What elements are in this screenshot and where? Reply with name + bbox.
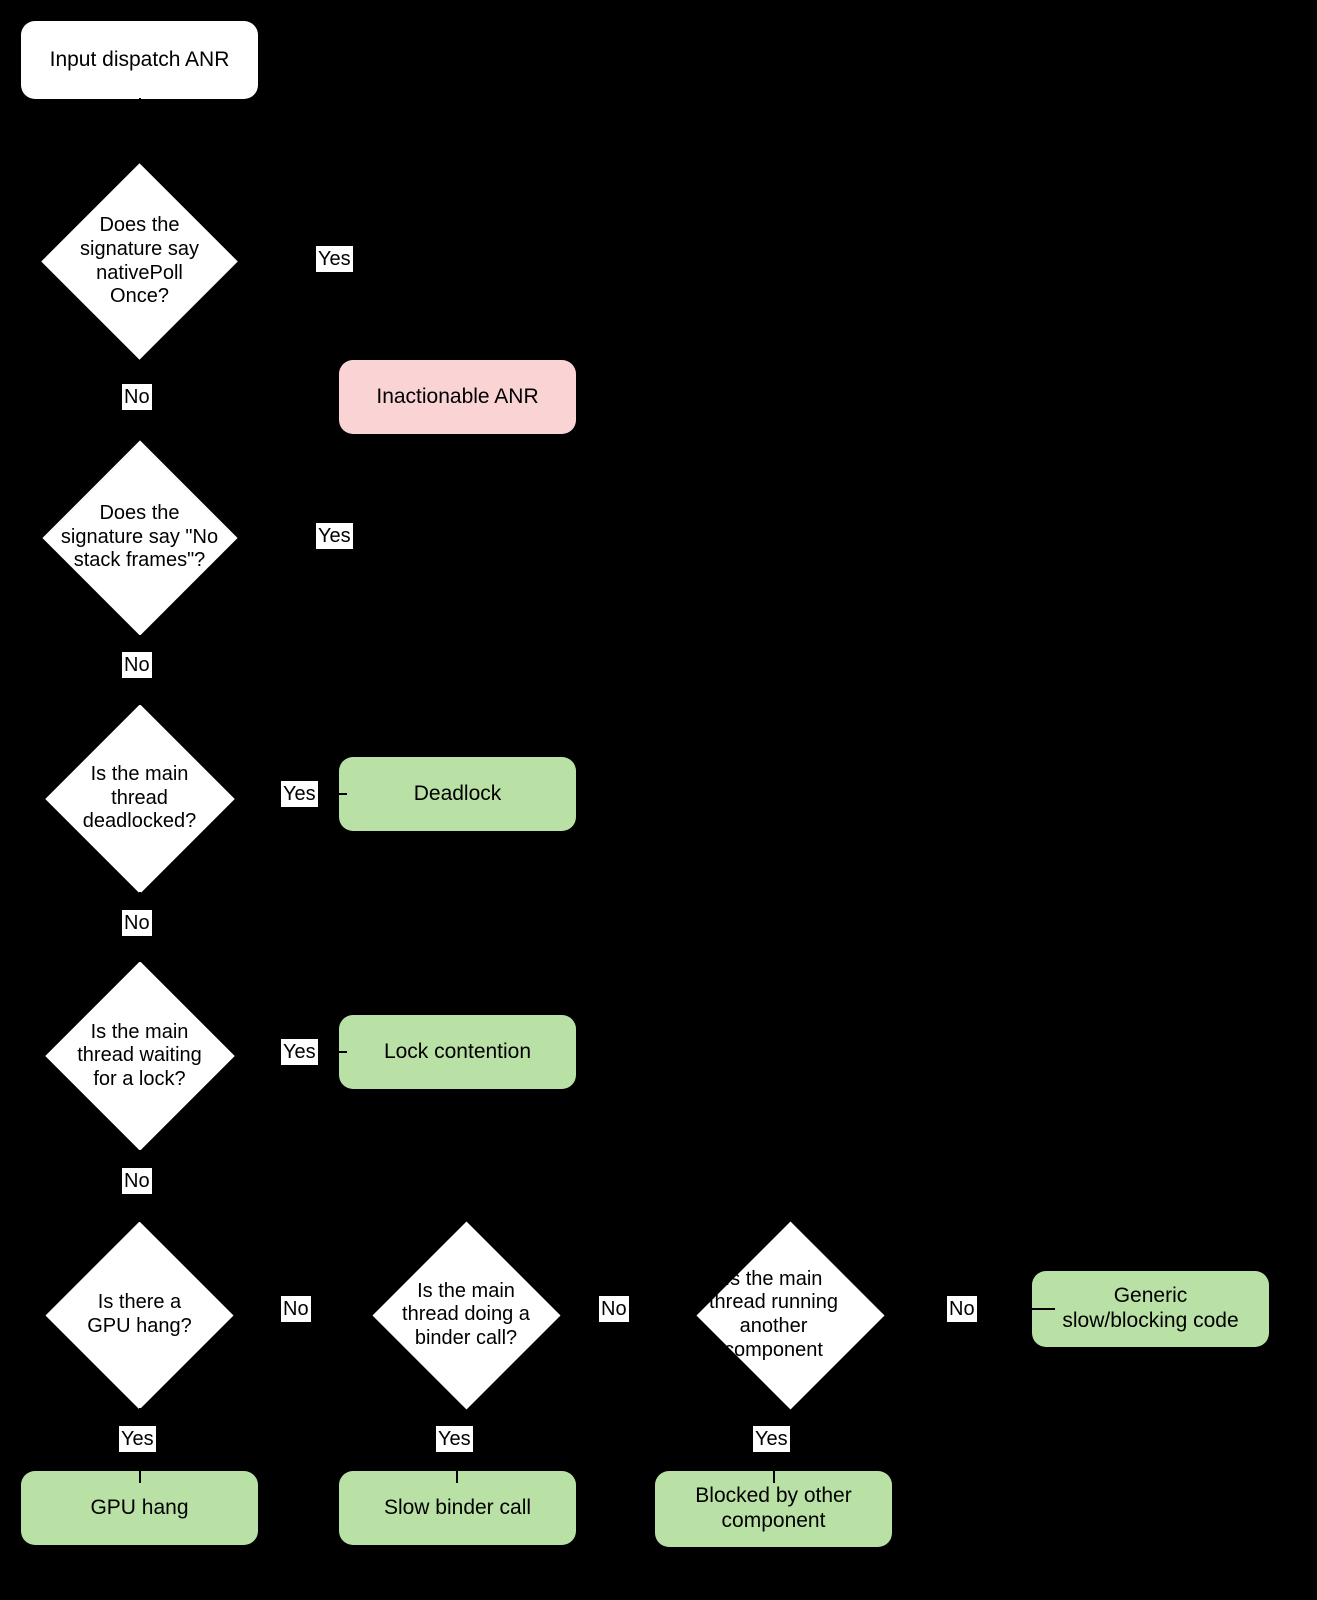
node-label: Is the main thread running another compo… (709, 1267, 838, 1361)
edge-label-deadlock-yes: Yes (281, 781, 318, 808)
edge-label-component-no: No (947, 1296, 977, 1323)
decision-no-stack-frames[interactable]: Does the signature say "No stack frames"… (21, 439, 258, 636)
node-label: Inactionable ANR (376, 384, 539, 408)
node-label: Is there a GPU hang? (87, 1291, 192, 1337)
edge-label-component-yes: Yes (753, 1426, 790, 1453)
node-label: Is the main thread deadlocked? (82, 763, 197, 833)
edge-nativepoll-yes (258, 260, 457, 262)
node-label: Generic slow/blocking code (1062, 1284, 1239, 1332)
edge-label-gpu-yes: Yes (119, 1426, 156, 1453)
node-label: Blocked by other component (695, 1484, 852, 1532)
edge-label-nostack-yes: Yes (316, 523, 353, 550)
node-label: Is the main thread doing a binder call? (402, 1279, 530, 1349)
edge-nostack-yes (258, 537, 457, 539)
edge-label-lock-yes: Yes (281, 1039, 318, 1066)
edge-label-gpu-no: No (281, 1296, 311, 1323)
edge-label-nativepoll-yes: Yes (316, 246, 353, 273)
node-label: Lock contention (383, 1039, 532, 1063)
decision-running-another-component[interactable]: Is the main thread running another compo… (655, 1220, 892, 1410)
node-result-lock-contention[interactable]: Lock contention (339, 1015, 576, 1089)
edge-label-deadlock-no: No (122, 910, 152, 937)
decision-main-thread-waiting-for-lock[interactable]: Is the main thread waiting for a lock? (21, 961, 258, 1151)
node-label: Slow binder call (383, 1495, 532, 1519)
node-label: Deadlock (413, 781, 502, 805)
edge-nativepoll-yes-down (456, 260, 458, 360)
edge-label-binder-no: No (599, 1296, 629, 1323)
node-result-deadlock[interactable]: Deadlock (339, 757, 576, 831)
edge-label-nostack-no: No (122, 652, 152, 679)
edge-component-no (901, 1308, 1055, 1310)
decision-binder-call[interactable]: Is the main thread doing a binder call? (347, 1220, 585, 1410)
node-result-slow-binder-call[interactable]: Slow binder call (339, 1471, 576, 1545)
node-label: Does the signature say "No stack frames"… (60, 502, 219, 572)
edge-label-binder-yes: Yes (436, 1426, 473, 1453)
node-result-generic-slow-blocking-code[interactable]: Generic slow/blocking code (1032, 1271, 1269, 1347)
decision-native-poll-once[interactable]: Does the signature say nativePoll Once? (21, 163, 258, 360)
node-label: Is the main thread waiting for a lock? (77, 1020, 202, 1090)
node-result-gpu-hang[interactable]: GPU hang (21, 1471, 258, 1545)
node-result-inactionable-anr[interactable]: Inactionable ANR (339, 360, 576, 434)
node-label: GPU hang (90, 1495, 189, 1519)
edge-label-nativepoll-no: No (122, 384, 152, 411)
node-start-input-dispatch-anr[interactable]: Input dispatch ANR (21, 21, 258, 99)
node-result-blocked-by-other-component[interactable]: Blocked by other component (655, 1471, 892, 1547)
decision-main-thread-deadlocked[interactable]: Is the main thread deadlocked? (21, 703, 258, 894)
node-label: Input dispatch ANR (49, 47, 230, 71)
decision-gpu-hang[interactable]: Is there a GPU hang? (21, 1220, 258, 1410)
edge-label-lock-no: No (122, 1168, 152, 1195)
edge-start-to-nativepoll (139, 98, 141, 163)
node-label: Does the signature say nativePoll Once? (80, 214, 199, 308)
